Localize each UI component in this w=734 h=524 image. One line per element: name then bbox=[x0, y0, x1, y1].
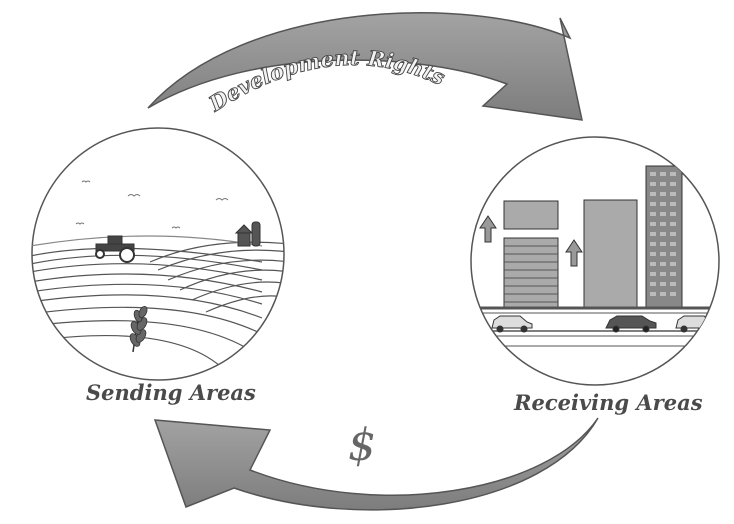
road bbox=[471, 306, 719, 347]
payment-arrow bbox=[153, 417, 599, 511]
tractor-icon bbox=[95, 235, 135, 263]
barn-icon bbox=[234, 221, 261, 247]
wheat-icon bbox=[129, 305, 148, 353]
sending-areas-label: Sending Areas bbox=[86, 380, 256, 405]
development-rights-arrow: Development Rights bbox=[147, 12, 583, 121]
receiving-areas-circle bbox=[470, 136, 720, 386]
dollar-label: $ bbox=[348, 420, 376, 471]
bird-icon bbox=[75, 180, 229, 229]
sending-areas-circle bbox=[31, 127, 285, 381]
receiving-areas-label: Receiving Areas bbox=[514, 390, 703, 415]
building-icon bbox=[503, 165, 683, 309]
up-arrow-icon bbox=[479, 215, 583, 267]
